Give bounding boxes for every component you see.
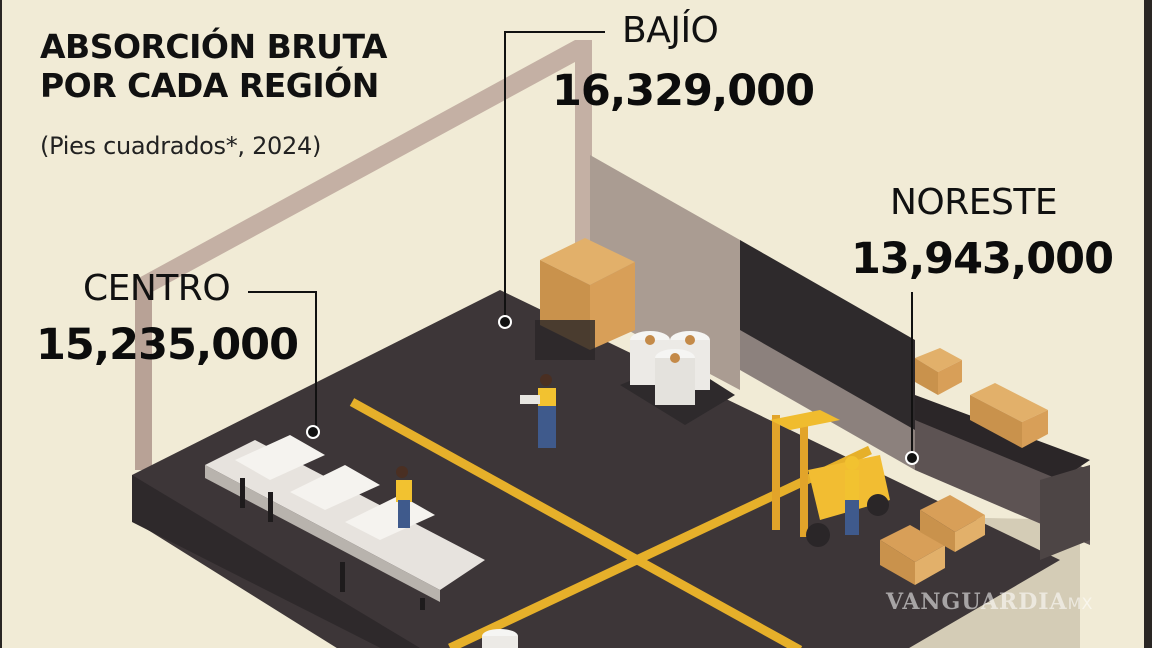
region-name-noreste: NORESTE xyxy=(890,182,1058,223)
watermark-main: VANGUARDIA xyxy=(886,589,1068,615)
chart-title: ABSORCIÓN BRUTA POR CADA REGIÓN xyxy=(40,27,387,105)
paper-rolls-cart xyxy=(620,331,735,425)
worker-tablet xyxy=(520,374,556,448)
box-pallet xyxy=(535,238,635,360)
watermark: VANGUARDIAMX xyxy=(886,589,1092,615)
conveyor xyxy=(205,435,485,610)
back-wall xyxy=(590,155,740,390)
region-value-centro: 15,235,000 xyxy=(36,320,299,370)
region-name-centro: CENTRO xyxy=(83,268,231,309)
frame-right-edge xyxy=(1144,0,1152,648)
mesh-wall xyxy=(740,240,915,440)
title-line-1: ABSORCIÓN BRUTA xyxy=(40,27,387,66)
callout-dots xyxy=(306,315,919,465)
title-line-2: POR CADA REGIÓN xyxy=(40,66,379,105)
region-value-noreste: 13,943,000 xyxy=(851,234,1114,284)
region-value-bajio: 16,329,000 xyxy=(552,66,815,116)
dock-boxes xyxy=(915,348,1048,448)
open-boxes xyxy=(880,495,985,585)
worker-conveyor xyxy=(396,466,412,528)
forklift xyxy=(770,410,890,547)
chart-subtitle: (Pies cuadrados*, 2024) xyxy=(40,132,322,160)
watermark-suffix: MX xyxy=(1067,594,1093,613)
frame-left-edge xyxy=(0,0,2,648)
region-name-bajio: BAJÍO xyxy=(622,10,719,51)
callout-lines xyxy=(248,31,913,458)
